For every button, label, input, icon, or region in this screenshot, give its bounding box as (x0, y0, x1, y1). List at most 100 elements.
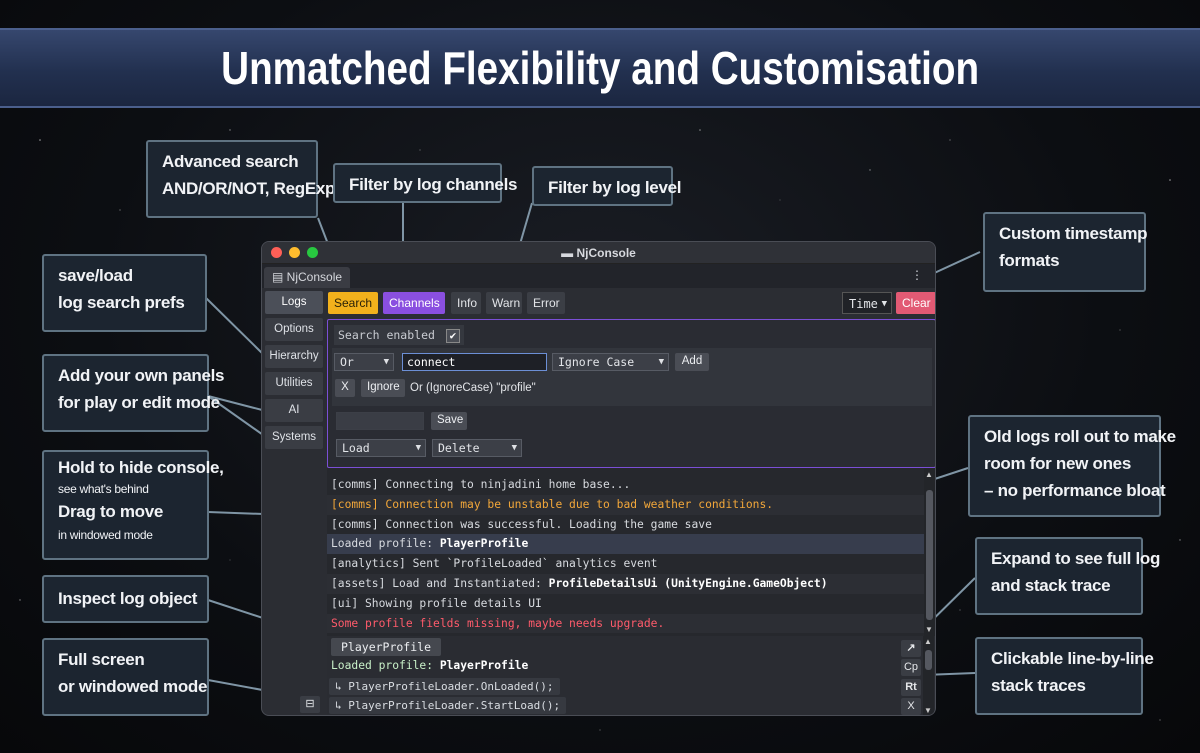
callout-text: Add your own panels (58, 366, 225, 385)
case-mode-value: Ignore Case (558, 355, 635, 369)
callout-text: save/load (58, 266, 133, 285)
tab-row: ▤ NjConsole ⋮ (262, 264, 935, 288)
callout-text: log search prefs (58, 293, 185, 312)
callout-text: Drag to move (58, 502, 164, 521)
close-window-icon[interactable] (271, 247, 282, 258)
scrollbar-thumb[interactable] (926, 490, 933, 620)
search-panel: Search enabled ✔ Or ▼ connect Ignore Cas… (327, 319, 935, 468)
close-detail-button[interactable]: X (901, 698, 921, 715)
callout-filter-channels: Filter by log channels (333, 163, 518, 203)
filter-error-button[interactable]: Error (527, 292, 565, 314)
stack-trace-line[interactable]: ↳ PlayerProfileLoader.StartLoad(); (329, 697, 567, 714)
scroll-down-icon[interactable]: ▼ (925, 625, 933, 634)
log-row[interactable]: [analytics] Sent `ProfileLoaded` analyti… (331, 557, 658, 571)
clear-logs-button[interactable]: Clear (896, 292, 935, 314)
log-row[interactable]: [ui] Showing profile details UI (331, 596, 542, 610)
search-enabled-toggle[interactable]: Search enabled ✔ (334, 325, 464, 345)
callout-text: see what's behind (58, 482, 149, 496)
scroll-up-icon[interactable]: ▲ (924, 637, 932, 646)
callout-text: Inspect log object (58, 589, 198, 608)
prefs-name-input[interactable] (336, 412, 424, 430)
log-row[interactable]: [comms] Connection may be unstable due t… (327, 494, 924, 515)
expand-log-icon[interactable]: ↗ (901, 640, 921, 657)
chevron-down-icon: ▼ (383, 357, 389, 367)
callout-filter-level: Filter by log level (532, 166, 682, 206)
window-titlebar[interactable]: ▬ NjConsole (262, 242, 935, 264)
scroll-up-icon[interactable]: ▲ (925, 470, 933, 479)
callout-text: Expand to see full log (991, 549, 1161, 568)
callout-text: Old logs roll out to make (984, 427, 1176, 446)
log-row-prefix: Loaded profile: (331, 537, 440, 551)
callout-text: Hold to hide console, (58, 458, 224, 477)
case-mode-select[interactable]: Ignore Case ▼ (552, 353, 669, 371)
fullscreen-toggle-icon[interactable]: ⊟ (300, 696, 320, 713)
channels-button[interactable]: Channels (383, 292, 445, 314)
sidebar-item-utilities[interactable]: Utilities (265, 372, 323, 395)
callout-text: stack traces (991, 676, 1086, 695)
callout-inspect-object: Inspect log object (42, 575, 209, 623)
copy-button[interactable]: Cp (901, 659, 921, 676)
chevron-down-icon: ▼ (881, 299, 887, 309)
log-list[interactable]: [comms] Connecting to ninjadini home bas… (327, 468, 924, 636)
callout-text: Filter by log channels (349, 175, 518, 194)
banner-title: Unmatched Flexibility and Customisation (221, 42, 979, 94)
filter-info-button[interactable]: Info (451, 292, 481, 314)
timestamp-format-select[interactable]: Time ▼ (842, 292, 892, 314)
more-options-icon[interactable]: ⋮ (911, 268, 923, 282)
operator-select[interactable]: Or ▼ (334, 353, 394, 371)
chevron-down-icon: ▼ (658, 357, 664, 367)
log-row-prefix: [assets] Load and Instantiated: (331, 576, 549, 590)
callout-text: Filter by log level (548, 178, 682, 197)
sidebar-item-hierarchy[interactable]: Hierarchy (265, 345, 323, 368)
detail-scrollbar[interactable]: ▲ ▼ (923, 636, 934, 715)
save-prefs-button[interactable]: Save (431, 412, 467, 430)
load-prefs-select[interactable]: Load ▼ (336, 439, 426, 457)
load-prefs-value: Load (342, 441, 370, 455)
search-query-input[interactable]: connect (402, 353, 547, 371)
tab-njconsole[interactable]: ▤ NjConsole (264, 267, 351, 288)
search-enabled-checkbox[interactable]: ✔ (445, 328, 460, 343)
callout-text: for play or edit mode (58, 393, 220, 412)
search-rule-group: Or ▼ connect Ignore Case ▼ Add X Ignore … (332, 348, 932, 406)
chevron-down-icon: ▼ (511, 443, 517, 453)
callout-text: Advanced search (162, 152, 299, 171)
detail-log-line: Loaded profile: PlayerProfile (331, 659, 528, 672)
log-row[interactable]: [assets] Load and Instantiated: ProfileD… (327, 573, 924, 594)
chevron-down-icon: ▼ (415, 443, 421, 453)
callout-hold-hide: Hold to hide console, see what's behind … (42, 450, 224, 560)
log-scrollbar[interactable]: ▲ ▼ (924, 468, 935, 636)
log-row[interactable]: [comms] Connecting to ninjadini home bas… (331, 478, 631, 491)
console-window[interactable]: ▬ NjConsole ▤ NjConsole ⋮ Logs Options H… (261, 241, 936, 716)
log-row[interactable]: [comms] Connection was successful. Loadi… (331, 517, 712, 531)
filter-warn-button[interactable]: Warn (486, 292, 522, 314)
remove-rule-button[interactable]: X (335, 379, 355, 397)
scroll-down-icon[interactable]: ▼ (924, 706, 932, 715)
sidebar-item-options[interactable]: Options (265, 318, 323, 341)
callout-text: and stack trace (991, 576, 1111, 595)
callout-text: Clickable line-by-line (991, 649, 1154, 668)
sidebar-item-logs[interactable]: Logs (265, 291, 323, 314)
sidebar-item-ai[interactable]: AI (265, 399, 323, 422)
sidebar: Logs Options Hierarchy Utilities AI Syst… (264, 291, 326, 453)
search-enabled-label: Search enabled (338, 328, 435, 342)
log-row[interactable]: Some profile fields missing, maybe needs… (327, 613, 924, 634)
minimize-window-icon[interactable] (289, 247, 300, 258)
delete-prefs-select[interactable]: Delete ▼ (432, 439, 522, 457)
add-rule-button[interactable]: Add (675, 353, 709, 371)
log-detail-panel: PlayerProfile Loaded profile: PlayerProf… (327, 636, 935, 715)
inspect-object-button[interactable]: PlayerProfile (331, 638, 442, 656)
callout-text: Custom timestamp (999, 224, 1148, 243)
callout-text: or windowed mode (58, 677, 208, 696)
log-row[interactable]: Loaded profile: PlayerProfile (327, 534, 924, 555)
callout-text: formats (999, 251, 1060, 270)
rule-description: Or (IgnoreCase) "profile" (410, 382, 536, 394)
window-title: ▬ NjConsole (561, 246, 636, 260)
search-toggle-button[interactable]: Search (328, 292, 378, 314)
stack-trace-line[interactable]: ↳ PlayerProfileLoader.OnLoaded(); (329, 678, 560, 695)
ignore-rule-button[interactable]: Ignore (361, 379, 405, 397)
rt-button[interactable]: Rt (901, 679, 921, 696)
scrollbar-thumb[interactable] (925, 650, 932, 670)
log-row-object: ProfileDetailsUi (UnityEngine.GameObject… (548, 576, 828, 590)
sidebar-item-systems[interactable]: Systems (265, 426, 323, 449)
maximize-window-icon[interactable] (307, 247, 318, 258)
